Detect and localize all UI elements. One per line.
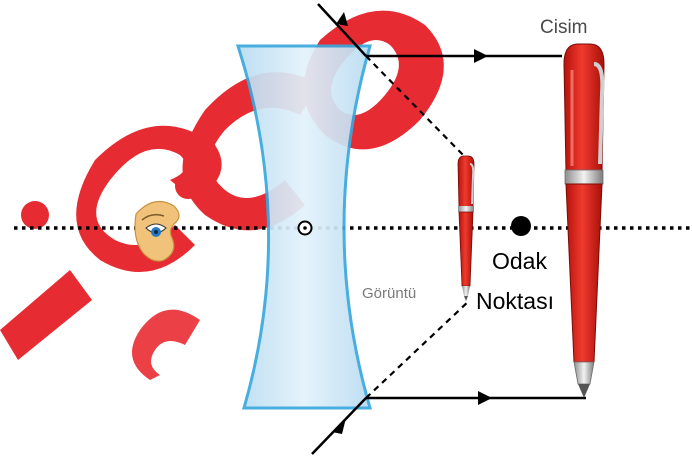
virtual-extension-bottom [365, 299, 471, 399]
image-pen [457, 155, 475, 301]
refracted-ray-top [317, 3, 367, 57]
object-label: Cisim [540, 17, 588, 38]
watermark [0, 10, 444, 380]
image-label: Görüntü [362, 285, 417, 302]
focal-point [511, 216, 531, 236]
focal-point-label-line2: Noktası [476, 288, 554, 314]
focal-point-label-line1: Odak [492, 248, 547, 274]
object-pen [563, 43, 605, 398]
eye-icon [134, 200, 180, 262]
virtual-extension-top [365, 55, 467, 159]
